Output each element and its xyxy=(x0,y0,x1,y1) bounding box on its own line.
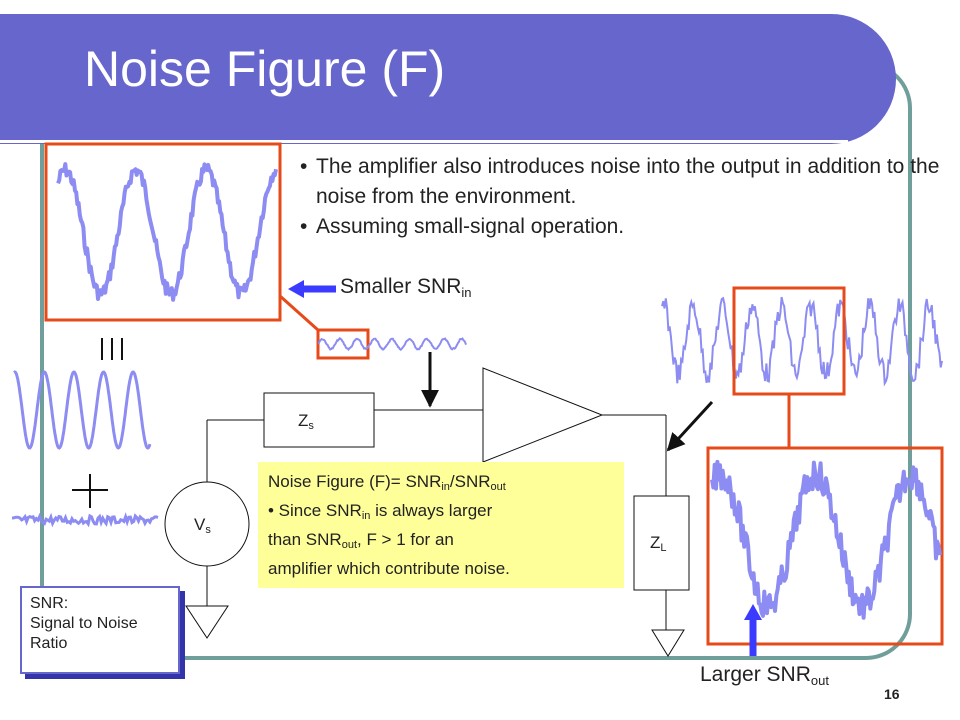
nf-line: • Since SNRin is always larger xyxy=(268,501,493,522)
title-rule xyxy=(0,140,848,143)
output-waveform xyxy=(661,296,943,387)
zs-label: Zs xyxy=(298,411,314,432)
snr-line: Ratio xyxy=(30,635,68,652)
title-band xyxy=(0,14,896,144)
input-noise-marker xyxy=(316,328,370,360)
input-waveform xyxy=(56,162,278,302)
ground-symbol-right xyxy=(651,629,685,657)
source-impedance-box xyxy=(263,392,375,448)
nf-formula: Noise Figure (F)= SNRin/SNRout xyxy=(268,472,506,493)
page-number: 16 xyxy=(884,686,900,702)
vs-label: Vs xyxy=(194,515,211,536)
noise-figure-box: Noise Figure (F)= SNRin/SNRout • Since S… xyxy=(258,462,624,588)
input-waveform-callout xyxy=(44,142,282,322)
snr-definition-box: SNR: Signal to Noise Ratio xyxy=(20,586,180,674)
load-impedance-box xyxy=(633,495,690,591)
noise-wave xyxy=(11,512,159,528)
callout-connector xyxy=(278,294,320,332)
smaller-snr-label: Smaller SNRin xyxy=(340,275,472,300)
output-waveform-zoomed xyxy=(710,459,942,620)
bullet-item: Assuming small-signal operation. xyxy=(298,212,948,242)
bullet-item: The amplifier also introduces noise into… xyxy=(298,152,948,212)
amplifier-triangle xyxy=(482,367,604,463)
smaller-snr-arrowhead xyxy=(288,280,304,298)
bullet-list: The amplifier also introduces noise into… xyxy=(298,152,948,242)
output-waveform-callout xyxy=(706,446,944,646)
snr-line: SNR: xyxy=(30,595,69,612)
ground-symbol-left xyxy=(185,605,229,639)
output-waveform-marker xyxy=(732,286,846,396)
nf-line: than SNRout, F > 1 for an xyxy=(268,530,454,551)
zl-label: ZL xyxy=(650,533,667,554)
input-signal-wave xyxy=(317,336,467,352)
larger-snr-label: Larger SNRout xyxy=(700,663,829,688)
output-pointer-arrow xyxy=(666,400,714,452)
slide-title: Noise Figure (F) xyxy=(84,41,446,97)
snr-line: Signal to Noise xyxy=(30,615,138,632)
nf-line: amplifier which contribute noise. xyxy=(268,559,510,578)
larger-snr-arrowhead xyxy=(744,604,762,620)
clean-signal-wave xyxy=(13,370,152,450)
